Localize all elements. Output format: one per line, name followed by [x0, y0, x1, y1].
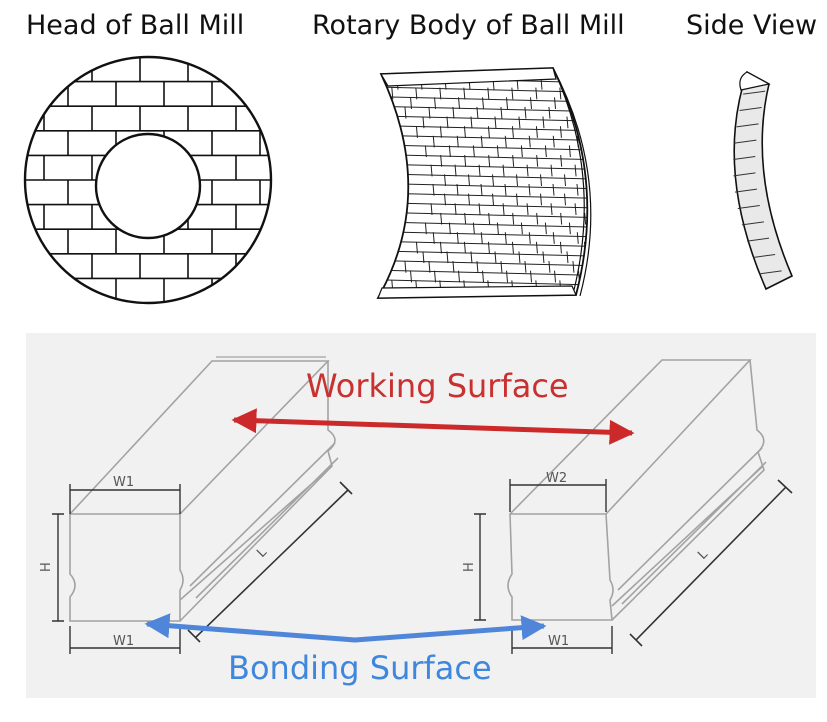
caption-head-of-ball-mill: Head of Ball Mill: [26, 10, 245, 41]
working-surface-arrow: [231, 408, 635, 445]
dim-left-top-width: W1: [113, 475, 134, 490]
dim-right-bottom-width: W1: [548, 634, 569, 649]
mill-body-wall: [376, 67, 592, 299]
bonding-surface-arrows: [144, 613, 547, 643]
dim-left-bottom-width: W1: [113, 634, 134, 649]
working-surface-label: Working Surface: [306, 367, 569, 405]
dim-left-height: H: [39, 562, 54, 572]
caption-side-view: Side View: [686, 10, 818, 41]
side-view-liner: [733, 70, 794, 291]
mill-head-center-hole: [94, 132, 202, 240]
caption-rotary-body: Rotary Body of Ball Mill: [312, 10, 625, 41]
mill-head-ring: [23, 55, 273, 305]
dim-right-height: H: [462, 562, 477, 572]
dim-right-top-width: W2: [546, 471, 567, 486]
dim-left-length: L: [254, 545, 270, 561]
bonding-surface-label: Bonding Surface: [228, 649, 492, 687]
dim-right-length: L: [695, 547, 711, 563]
